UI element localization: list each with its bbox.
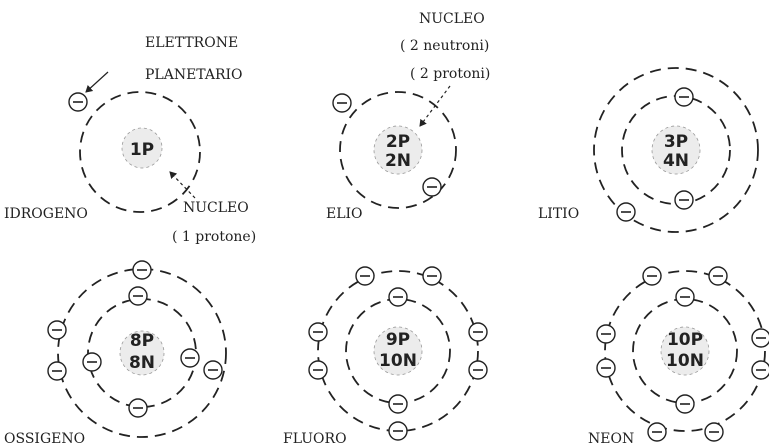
nucleus-label-bottom: 2N bbox=[385, 151, 411, 171]
electron bbox=[48, 321, 66, 339]
electron bbox=[597, 359, 615, 377]
electron-label-line1: ELETTRONE bbox=[145, 35, 238, 51]
atom-name: FLUORO bbox=[283, 431, 347, 445]
electron bbox=[469, 361, 487, 379]
nucleus-label-top: 10P bbox=[667, 330, 703, 350]
he-nucleus-label-line3: ( 2 protoni) bbox=[410, 66, 490, 82]
nucleus-label-top: 8P bbox=[130, 331, 154, 351]
electron bbox=[597, 325, 615, 343]
he-nucleus-pointer bbox=[420, 86, 450, 126]
atom-lithium: 3P 4N LITIO bbox=[538, 68, 758, 232]
nucleus-label-top: 3P bbox=[664, 132, 688, 152]
electron bbox=[423, 267, 441, 285]
atom-fluorine: 9P 10N FLUORO bbox=[283, 267, 487, 445]
electron bbox=[181, 349, 199, 367]
electron bbox=[83, 353, 101, 371]
nucleus-label-top: 1P bbox=[130, 140, 154, 160]
atom-name: ELIO bbox=[326, 206, 363, 222]
electron bbox=[648, 423, 666, 441]
nucleus-label-bottom: 10N bbox=[379, 351, 417, 371]
electron-pointer bbox=[86, 72, 108, 92]
electron bbox=[69, 93, 87, 111]
electron bbox=[709, 267, 727, 285]
h-nucleus-label-line2: ( 1 protone) bbox=[172, 229, 256, 245]
atom-oxygen: 8P 8N OSSIGENO bbox=[4, 261, 226, 445]
nucleus-label-bottom: 4N bbox=[663, 151, 689, 171]
electron bbox=[129, 287, 147, 305]
atom-name: LITIO bbox=[538, 206, 579, 222]
electron bbox=[389, 422, 407, 440]
electron bbox=[423, 178, 441, 196]
he-nucleus-label-line2: ( 2 neutroni) bbox=[400, 38, 489, 54]
electron bbox=[129, 399, 147, 417]
h-nucleus-label-line1: NUCLEO bbox=[183, 200, 249, 216]
electron bbox=[675, 191, 693, 209]
electron bbox=[676, 395, 694, 413]
electron bbox=[204, 361, 222, 379]
atom-name: OSSIGENO bbox=[4, 431, 85, 445]
electron bbox=[48, 362, 66, 380]
electron bbox=[617, 203, 635, 221]
electron bbox=[469, 323, 487, 341]
electron bbox=[333, 94, 351, 112]
nucleus-label-top: 2P bbox=[386, 132, 410, 152]
nucleus-label-bottom: 10N bbox=[666, 351, 704, 371]
electron bbox=[752, 329, 769, 347]
electron bbox=[643, 267, 661, 285]
atom-name: IDROGENO bbox=[4, 206, 88, 222]
electron bbox=[389, 395, 407, 413]
electron bbox=[309, 323, 327, 341]
electron bbox=[675, 88, 693, 106]
electron bbox=[133, 261, 151, 279]
electron bbox=[752, 361, 769, 379]
electron-label-line2: PLANETARIO bbox=[145, 67, 243, 83]
nucleus-label-bottom: 8N bbox=[129, 353, 155, 373]
electron bbox=[676, 288, 694, 306]
atom-neon: 10P 10N NEON bbox=[588, 267, 769, 445]
atom-hydrogen: 1P IDROGENO ELETTRONE PLANETARIO NUCLEO … bbox=[4, 35, 256, 245]
he-nucleus-label-line1: NUCLEO bbox=[419, 11, 485, 27]
nucleus-label-top: 9P bbox=[386, 330, 410, 350]
electron bbox=[356, 267, 374, 285]
electron bbox=[389, 288, 407, 306]
atom-helium: 2P 2N ELIO NUCLEO ( 2 neutroni) ( 2 prot… bbox=[326, 11, 490, 222]
atom-name: NEON bbox=[588, 431, 634, 445]
electron bbox=[705, 423, 723, 441]
electron bbox=[309, 361, 327, 379]
